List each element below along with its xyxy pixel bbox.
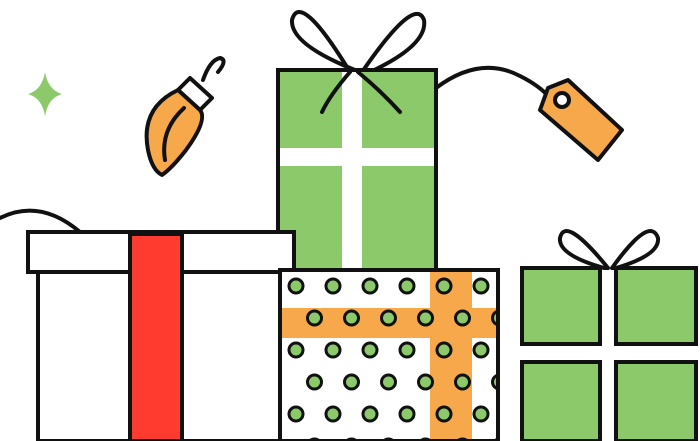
gift-tag (434, 65, 624, 162)
polka-dot (324, 405, 342, 423)
polka-dot (417, 309, 434, 327)
string-left (0, 208, 82, 234)
polka-dot (417, 373, 434, 391)
polka-dot (324, 277, 342, 295)
polka-dot (306, 309, 323, 327)
ornament-icon (144, 56, 226, 177)
polka-dot (435, 277, 453, 295)
polka-dot (454, 309, 471, 327)
polka-dot (380, 373, 397, 391)
polka-dot (472, 405, 490, 423)
white-gift-box (26, 230, 296, 441)
polka-dot (398, 405, 416, 423)
polka-dot (380, 309, 397, 327)
polka-dot (435, 341, 453, 359)
polka-dot (435, 405, 453, 423)
polka-dot-gift-box (278, 268, 500, 441)
polka-dot (287, 277, 305, 295)
polka-dot (306, 373, 323, 391)
sparkle-icon (28, 72, 62, 116)
green-gift-box (276, 10, 438, 272)
polka-dot (343, 309, 360, 327)
polka-dot (343, 373, 360, 391)
polka-dot (361, 341, 379, 359)
small-green-gift-box (520, 229, 698, 441)
polka-dot (472, 341, 490, 359)
polka-dot (287, 405, 305, 423)
polka-dot (472, 277, 490, 295)
polka-dot (398, 341, 416, 359)
polka-dot (324, 341, 342, 359)
polka-dot (361, 277, 379, 295)
polka-dot (454, 373, 471, 391)
polka-dot (361, 405, 379, 423)
polka-dot (287, 341, 305, 359)
polka-dot (398, 277, 416, 295)
